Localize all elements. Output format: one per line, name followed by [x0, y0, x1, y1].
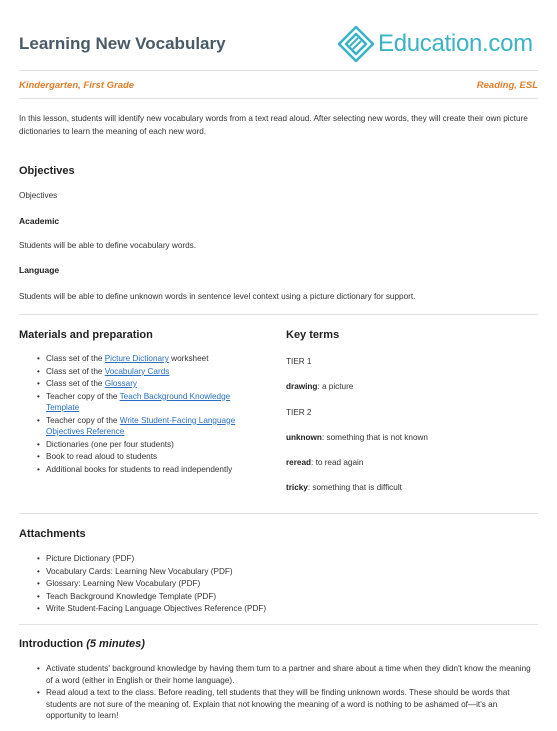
list-item: Read aloud a text to the class. Before r…: [37, 687, 539, 722]
list-item: Book to read aloud to students: [37, 451, 267, 463]
page-header: Learning New Vocabulary Education.com: [0, 0, 557, 70]
list-item: Activate students' background knowledge …: [37, 663, 539, 686]
attachment-item[interactable]: Write Student-Facing Language Objectives…: [37, 603, 517, 615]
teach-background-knowledge-link[interactable]: Teach Background Knowledge Template: [46, 391, 231, 413]
language-objectives-reference-link[interactable]: Write Student-Facing Language Objectives…: [46, 415, 236, 437]
header-divider: [19, 70, 538, 71]
materials-heading: Materials and preparation: [19, 329, 153, 341]
attachment-item[interactable]: Glossary: Learning New Vocabulary (PDF): [37, 578, 517, 590]
list-item: Teacher copy of the Write Student-Facing…: [37, 415, 237, 438]
education-logo[interactable]: Education.com: [336, 24, 546, 64]
section-divider: [19, 513, 538, 514]
education-logo-icon: [337, 25, 375, 63]
lesson-summary: In this lesson, students will identify n…: [19, 114, 528, 136]
objectives-label: Objectives: [19, 191, 58, 200]
section-divider: [19, 624, 538, 625]
tier-1-label: TIER 1: [286, 357, 312, 366]
key-term-unknown: unknown: something that is not known: [286, 433, 428, 442]
list-item: Teacher copy of the Teach Background Kno…: [37, 391, 237, 414]
list-item: Class set of the Glossary: [37, 378, 267, 390]
list-item: Additional books for students to read in…: [37, 464, 237, 476]
glossary-link[interactable]: Glossary: [104, 379, 138, 388]
academic-objective: Students will be able to define vocabula…: [19, 241, 197, 250]
key-term-drawing: drawing: a picture: [286, 382, 354, 391]
key-term-reread: reread: to read again: [286, 458, 364, 467]
list-item: Class set of the Vocabulary Cards: [37, 366, 267, 378]
language-heading: Language: [19, 265, 60, 275]
grade-levels: Kindergarten, First Grade: [19, 80, 135, 91]
vocabulary-cards-link[interactable]: Vocabulary Cards: [104, 366, 170, 376]
introduction-heading: Introduction (5 minutes): [19, 638, 145, 650]
objectives-heading: Objectives: [19, 165, 75, 177]
picture-dictionary-link[interactable]: Picture Dictionary: [104, 354, 169, 363]
attachments-heading: Attachments: [19, 528, 86, 540]
section-divider: [19, 314, 538, 315]
attachment-item[interactable]: Picture Dictionary (PDF): [37, 553, 517, 565]
attachments-list: Picture Dictionary (PDF) Vocabulary Card…: [37, 553, 517, 616]
attachment-item[interactable]: Teach Background Knowledge Template (PDF…: [37, 591, 517, 603]
introduction-list: Activate students' background knowledge …: [37, 663, 539, 723]
attachment-item[interactable]: Vocabulary Cards: Learning New Vocabular…: [37, 566, 517, 578]
materials-list: Class set of the Picture Dictionary work…: [37, 353, 267, 476]
education-logo-text: Education.com: [378, 30, 533, 57]
page-title: Learning New Vocabulary: [19, 34, 226, 53]
tier-2-label: TIER 2: [286, 408, 312, 417]
list-item: Dictionaries (one per four students): [37, 439, 267, 451]
list-item: Class set of the Picture Dictionary work…: [37, 353, 267, 365]
language-objective: Students will be able to define unknown …: [19, 292, 416, 301]
meta-divider: [19, 98, 538, 99]
introduction-duration: (5 minutes): [86, 638, 145, 650]
key-term-tricky: tricky: something that is difficult: [286, 483, 402, 492]
key-terms-heading: Key terms: [286, 329, 340, 341]
academic-heading: Academic: [19, 216, 60, 226]
subjects: Reading, ESL: [476, 80, 538, 91]
